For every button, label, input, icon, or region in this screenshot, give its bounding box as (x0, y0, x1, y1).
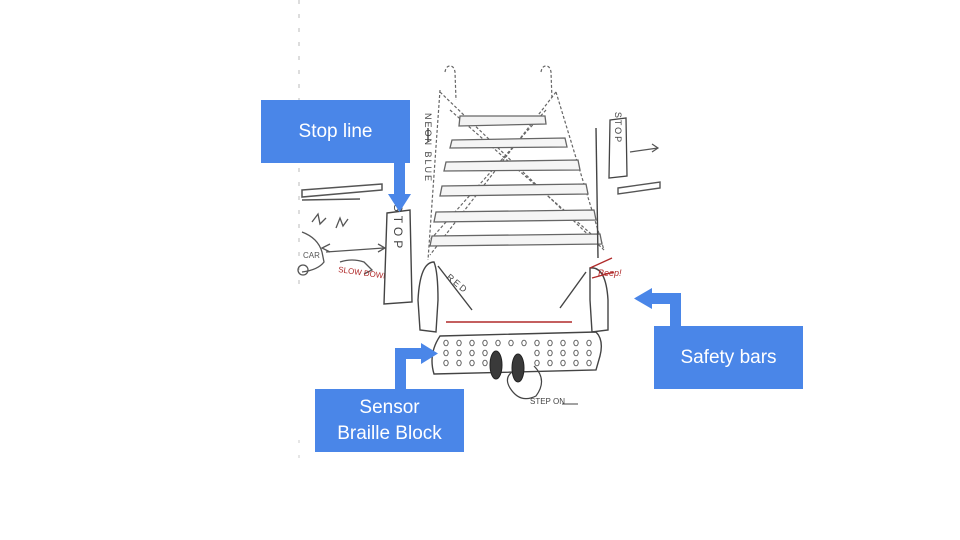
sensor-arrow (395, 343, 438, 390)
neon-blue-label: NEON BLUE (423, 113, 433, 183)
right-arrow (630, 144, 658, 152)
right-road-curb (618, 182, 660, 194)
safety-bars-callout: Safety bars (654, 326, 803, 389)
crosswalk-stripes (430, 116, 602, 246)
braille-block (432, 332, 601, 382)
left-stop-text: STOP (391, 204, 405, 252)
stop-line-label: Stop line (299, 119, 373, 145)
slow-down-label: SLOW DOWN (338, 265, 390, 281)
beep-label: Beep! (598, 268, 622, 278)
stop-line-callout: Stop line (261, 100, 410, 163)
car-label: CAR (303, 251, 320, 260)
right-stop-pole: STOP (609, 112, 627, 178)
right-stop-text: STOP (613, 112, 623, 144)
sensor-braille-callout: Sensor Braille Block (315, 389, 464, 452)
step-on-label: STEP ON (530, 397, 565, 406)
sensor-label-line2: Braille Block (337, 421, 442, 447)
right-footprint (512, 354, 524, 382)
safety-bars-label: Safety bars (680, 345, 776, 371)
left-road-curb (302, 184, 382, 200)
slow-down-text: SLOW DOWN (338, 265, 390, 281)
sensor-label-line1: Sensor (359, 395, 419, 421)
left-footprint (490, 351, 502, 379)
safety-bars-arrow (634, 288, 681, 327)
left-stop-pole: STOP (384, 204, 412, 304)
